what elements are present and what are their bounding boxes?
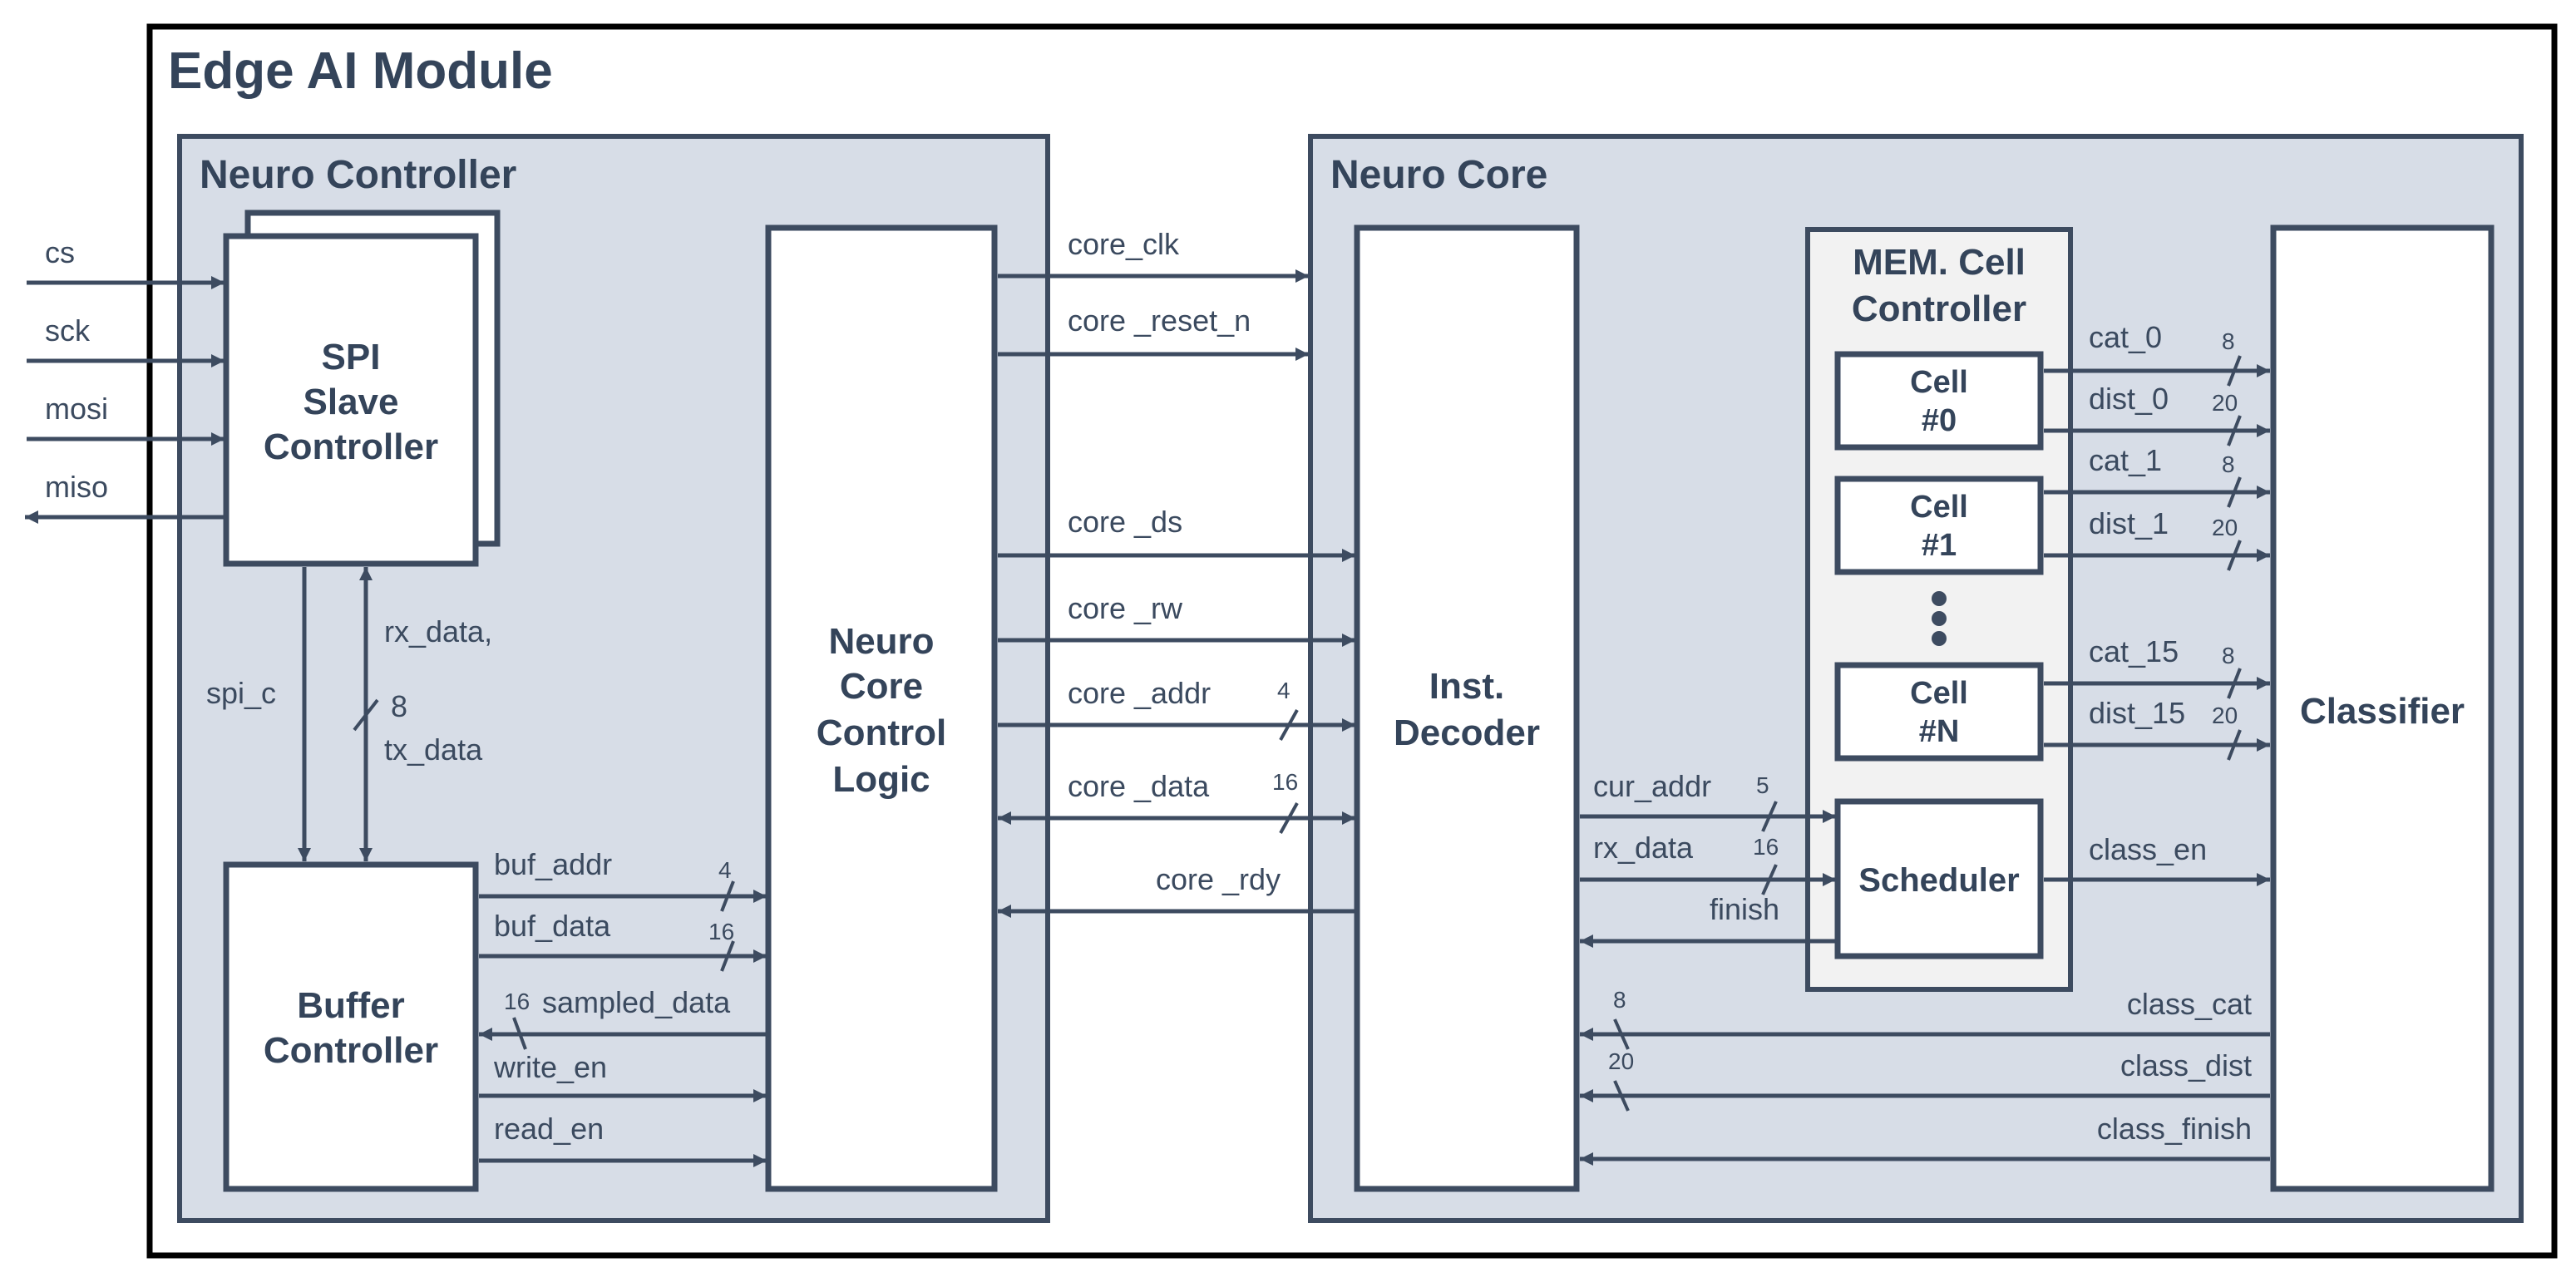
signal-core-reset-n: core _reset_n bbox=[1068, 303, 1251, 338]
neuro-controller-label: Neuro Controller bbox=[200, 153, 516, 197]
ncl-core-wires bbox=[998, 269, 1355, 918]
signal-buf-addr: buf_addr bbox=[494, 847, 612, 881]
ellipsis-dot-3 bbox=[1932, 631, 1947, 646]
buffer-controller-label-2: Controller bbox=[264, 1030, 438, 1071]
signal-core-rw: core _rw bbox=[1068, 591, 1183, 625]
neuro-core-label: Neuro Core bbox=[1330, 153, 1547, 197]
width-dist-0: 20 bbox=[2212, 390, 2238, 416]
signal-miso: miso bbox=[45, 470, 108, 504]
width-buf-data: 16 bbox=[708, 919, 734, 944]
spi-pin-wires bbox=[25, 276, 225, 524]
cell-n bbox=[1834, 662, 2044, 762]
width-buf-addr: 4 bbox=[718, 857, 732, 883]
classifier bbox=[2270, 224, 2495, 1192]
spi-controller-label-1: SPI bbox=[322, 337, 381, 377]
width-core-data: 16 bbox=[1272, 769, 1298, 795]
signal-read-en: read_en bbox=[494, 1112, 604, 1146]
signal-rx-data-top: rx_data, bbox=[384, 614, 492, 648]
signal-class-cat: class_cat bbox=[2127, 987, 2252, 1021]
cells-classifier-wires bbox=[2044, 355, 2270, 886]
width-cat-15: 8 bbox=[2222, 643, 2235, 668]
signal-dist-1: dist_1 bbox=[2089, 506, 2169, 540]
signal-dist-15: dist_15 bbox=[2089, 696, 2185, 730]
signal-buf-data: buf_data bbox=[494, 909, 611, 943]
signal-core-clk: core_clk bbox=[1068, 227, 1180, 261]
signal-core-data: core _data bbox=[1068, 769, 1210, 803]
inst-decoder-label-2: Decoder bbox=[1394, 713, 1540, 753]
mem-cell-controller-label-1: MEM. Cell bbox=[1853, 242, 2026, 283]
module-title: Edge AI Module bbox=[168, 42, 553, 100]
signal-core-ds: core _ds bbox=[1068, 505, 1182, 539]
signal-tx-data: tx_data bbox=[384, 732, 483, 767]
width-rx-tx: 8 bbox=[391, 689, 407, 723]
signal-cs: cs bbox=[45, 235, 75, 269]
signal-sampled-data: sampled_data bbox=[542, 985, 731, 1019]
signal-mosi: mosi bbox=[45, 392, 108, 426]
buffer-ncl-wires bbox=[479, 880, 767, 1167]
signal-class-finish: class_finish bbox=[2097, 1112, 2252, 1146]
cell-n-label-1: Cell bbox=[1910, 676, 1968, 711]
scheduler-label: Scheduler bbox=[1858, 862, 2019, 899]
signal-cat-15: cat_15 bbox=[2089, 634, 2179, 668]
cell-0-label-2: #0 bbox=[1922, 403, 1957, 438]
width-dist-1: 20 bbox=[2212, 515, 2238, 540]
width-cur-addr: 5 bbox=[1756, 772, 1769, 798]
signal-finish: finish bbox=[1710, 892, 1779, 926]
decoder-scheduler-wires bbox=[1580, 801, 1836, 948]
spi-controller-label-3: Controller bbox=[264, 427, 438, 467]
signal-write-en: write_en bbox=[493, 1050, 607, 1084]
ellipsis-dot-1 bbox=[1932, 591, 1947, 606]
signal-cur-addr: cur_addr bbox=[1593, 769, 1711, 803]
signal-cat-1: cat_1 bbox=[2089, 443, 2162, 477]
cell-1-label-2: #1 bbox=[1922, 528, 1957, 563]
classifier-label: Classifier bbox=[2300, 691, 2465, 732]
spi-slave-controller bbox=[223, 233, 479, 567]
ncl-label-3: Control bbox=[817, 713, 946, 753]
buffer-controller-label-1: Buffer bbox=[297, 985, 405, 1026]
signal-class-en: class_en bbox=[2089, 832, 2207, 866]
cell-n-label-2: #N bbox=[1919, 714, 1960, 749]
signal-core-rdy: core _rdy bbox=[1156, 862, 1281, 896]
classifier-decoder-wires bbox=[1580, 1018, 2270, 1166]
width-core-addr: 4 bbox=[1277, 678, 1290, 703]
width-class-cat: 8 bbox=[1613, 987, 1626, 1013]
signal-spi-c: spi_c bbox=[206, 676, 276, 710]
signal-core-addr: core _addr bbox=[1068, 676, 1211, 710]
cell-1 bbox=[1834, 476, 2044, 575]
inst-decoder-label-1: Inst. bbox=[1429, 666, 1504, 707]
signal-class-dist: class_dist bbox=[2120, 1048, 2252, 1082]
signal-rx-data: rx_data bbox=[1593, 831, 1694, 865]
width-sampled-data: 16 bbox=[504, 989, 530, 1014]
ncl-label-1: Neuro bbox=[828, 621, 934, 662]
neuro-core-control-logic bbox=[765, 224, 998, 1192]
width-rx-data: 16 bbox=[1753, 834, 1779, 860]
cell-0-label-1: Cell bbox=[1910, 365, 1968, 400]
width-class-dist: 20 bbox=[1608, 1048, 1634, 1074]
width-cat-0: 8 bbox=[2222, 328, 2235, 354]
ncl-label-4: Logic bbox=[832, 759, 930, 800]
width-cat-1: 8 bbox=[2222, 451, 2235, 477]
cell-1-label-1: Cell bbox=[1910, 490, 1968, 525]
ncl-label-2: Core bbox=[840, 666, 923, 707]
scheduler bbox=[1834, 798, 2044, 959]
buffer-controller bbox=[223, 861, 479, 1192]
signal-dist-0: dist_0 bbox=[2089, 382, 2169, 416]
spi-buffer-wires bbox=[298, 567, 379, 861]
ellipsis-dot-2 bbox=[1932, 611, 1947, 626]
inst-decoder bbox=[1354, 224, 1580, 1192]
mem-cell-controller-label-2: Controller bbox=[1852, 288, 2026, 329]
cell-0 bbox=[1834, 351, 2044, 451]
signal-sck: sck bbox=[45, 313, 91, 348]
signal-cat-0: cat_0 bbox=[2089, 320, 2162, 354]
spi-controller-label-2: Slave bbox=[303, 382, 399, 422]
width-dist-15: 20 bbox=[2212, 703, 2238, 728]
